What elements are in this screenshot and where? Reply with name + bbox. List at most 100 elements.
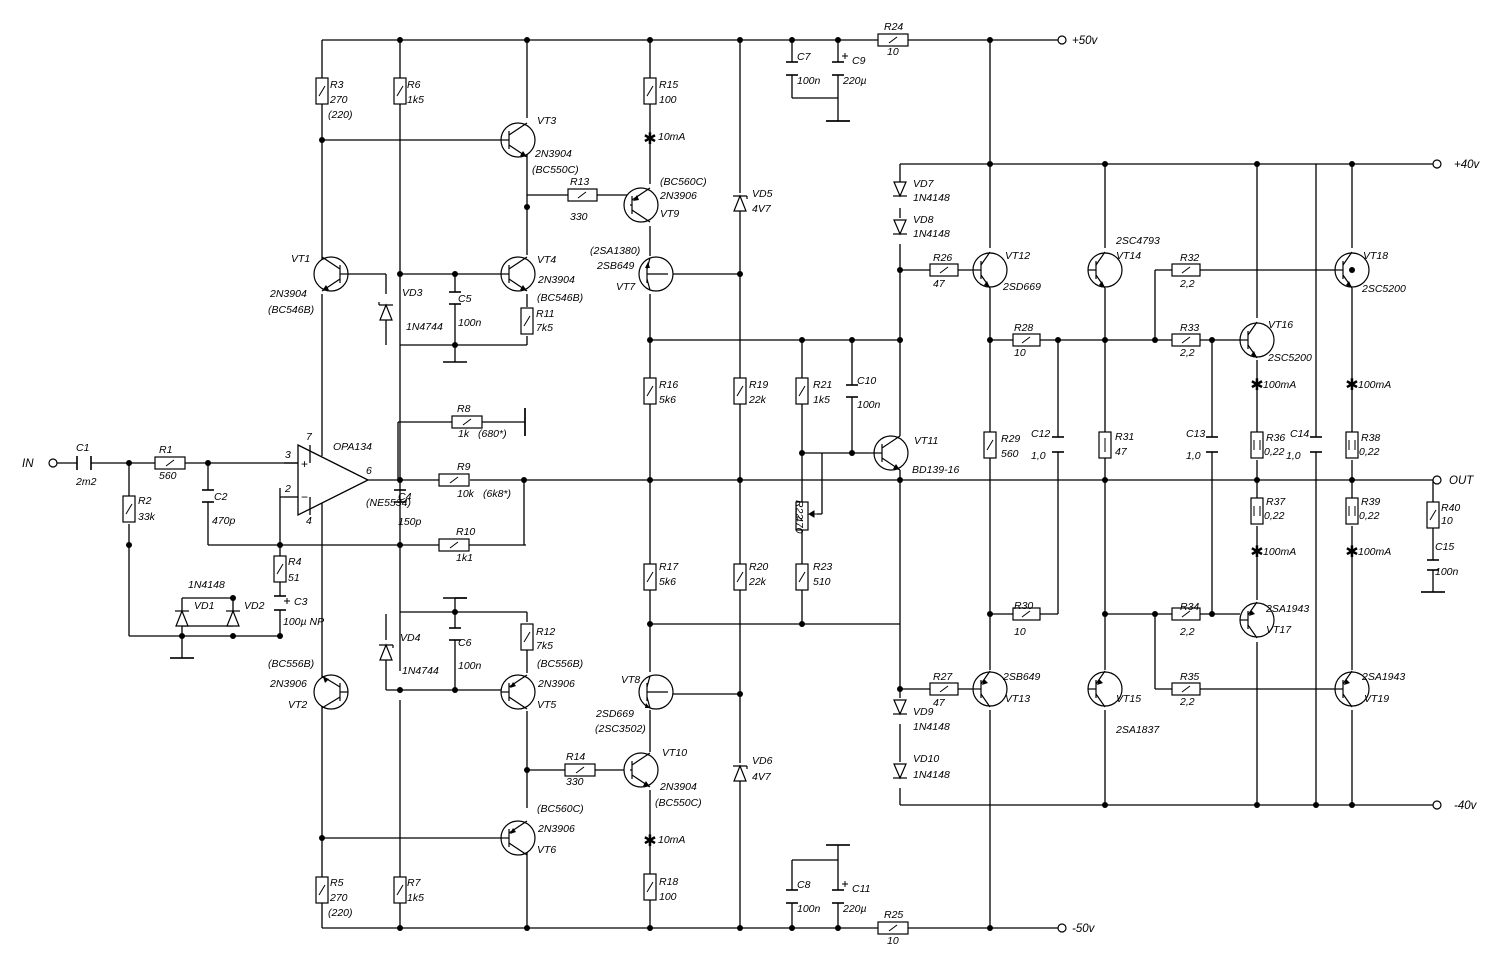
polarity-marks	[284, 53, 848, 887]
c4-val: 150p	[398, 516, 422, 528]
r5-val: 270	[329, 892, 348, 904]
vt3-type: 2N3904	[534, 148, 572, 160]
r15-val: 100	[659, 94, 677, 106]
c10-ref: C10	[857, 375, 876, 387]
diodes	[175, 181, 907, 782]
vt17-type: 2SA1943	[1265, 603, 1309, 615]
svg-text:✱: ✱	[643, 131, 656, 148]
r9-alt: (6k8*)	[483, 488, 511, 500]
vt19-type: 2SA1943	[1361, 671, 1405, 683]
vd3-ref: VD3	[402, 287, 423, 299]
r28-val: 10	[1014, 347, 1026, 359]
r31-val: 47	[1115, 446, 1128, 458]
r30-val: 10	[1014, 626, 1026, 638]
vd1-type: 1N4148	[188, 579, 225, 591]
r37-ref: R37	[1266, 496, 1286, 508]
r5-ref: R5	[330, 877, 344, 889]
c5-ref: C5	[458, 293, 472, 305]
c7-ref: C7	[797, 51, 812, 63]
svg-text:✱: ✱	[643, 833, 656, 850]
c4-ref: C4	[398, 491, 412, 503]
vt1-alt: (BC546B)	[268, 304, 314, 316]
vd10-ref: VD10	[913, 753, 939, 765]
r3-val: 270	[329, 94, 348, 106]
vt14-type: 2SC4793	[1115, 235, 1160, 247]
vt3-alt: (BC550C)	[532, 164, 579, 176]
vt2-alt: (BC556B)	[268, 658, 314, 670]
vd6-ref: VD6	[752, 755, 773, 767]
vt15-ref: VT15	[1116, 693, 1141, 705]
c9-val: 220µ	[842, 75, 867, 87]
vt5-alt: (BC556B)	[537, 658, 583, 670]
vd9-ref: VD9	[913, 706, 934, 718]
c7-val: 100n	[797, 75, 821, 87]
p40-terminal	[1432, 159, 1442, 169]
vd7-ref: VD7	[913, 178, 935, 190]
opamp-pin7: 7	[306, 431, 313, 443]
junction-dots	[126, 37, 1355, 931]
r20-ref: R20	[749, 561, 768, 573]
r32-val: 2,2	[1179, 278, 1195, 290]
opamp-minus: −	[301, 490, 308, 504]
c1-val: 2m2	[75, 476, 97, 488]
vt5-type: 2N3906	[537, 678, 575, 690]
r23-val: 510	[813, 576, 831, 588]
c8-val: 100n	[797, 903, 821, 915]
r22-val: 470	[793, 516, 805, 534]
c11-ref: C11	[852, 883, 870, 895]
r11-ref: R11	[536, 308, 554, 320]
r6-ref: R6	[407, 79, 421, 91]
r8-ref: R8	[457, 403, 471, 415]
opamp-pin3: 3	[285, 449, 291, 461]
ground-symbols	[170, 120, 1445, 846]
c15-ref: C15	[1435, 541, 1454, 553]
c14-val: 1,0	[1286, 450, 1301, 462]
r6-val: 1k5	[407, 94, 424, 106]
vt2-ref: VT2	[288, 699, 307, 711]
svg-text:✱: ✱	[1345, 377, 1358, 394]
r37-val: 0,22	[1264, 510, 1285, 522]
vt12-type: 2SD669	[1002, 281, 1041, 293]
r39-ref: R39	[1361, 496, 1380, 508]
vd1-ref: VD1	[194, 600, 214, 612]
vt18-ref: VT18	[1363, 250, 1388, 262]
svg-text:✱: ✱	[1345, 544, 1358, 561]
r32-ref: R32	[1180, 252, 1199, 264]
c6-ref: C6	[458, 637, 472, 649]
r15-note: 10mA	[658, 131, 685, 143]
r5-alt: (220)	[328, 907, 353, 919]
r22-ref: R22	[793, 500, 805, 519]
r35-val: 2,2	[1179, 696, 1195, 708]
r24-val: 10	[887, 46, 899, 58]
r3-alt: (220)	[328, 109, 353, 121]
r34-val: 2,2	[1179, 626, 1195, 638]
r18-ref: R18	[659, 876, 678, 888]
r4-val: 51	[288, 572, 300, 584]
vt19-ref: VT19	[1364, 693, 1389, 705]
r15-ref: R15	[659, 79, 678, 91]
c14-ref: C14	[1290, 428, 1309, 440]
c3-ref: C3	[294, 596, 308, 608]
vt16-ref: VT16	[1268, 319, 1293, 331]
r27-ref: R27	[933, 671, 953, 683]
c12-ref: C12	[1031, 428, 1050, 440]
c2-val: 470p	[212, 515, 236, 527]
r9-val: 10k	[457, 488, 475, 500]
vt10-type: 2N3904	[659, 781, 697, 793]
vt7-alt: (2SA1380)	[590, 245, 640, 257]
c9-ref: C9	[852, 55, 866, 67]
vd8-type: 1N4148	[913, 228, 950, 240]
r18-val: 100	[659, 891, 677, 903]
capacitor-plates	[76, 61, 1439, 904]
vd7-type: 1N4148	[913, 192, 950, 204]
r7-ref: R7	[407, 877, 422, 889]
vt9-alt: (BC560C)	[660, 176, 707, 188]
vt1-ref: VT1	[291, 253, 310, 265]
r12-ref: R12	[536, 626, 555, 638]
c12-val: 1,0	[1031, 450, 1046, 462]
r14-val: 330	[566, 776, 584, 788]
r16-val: 5k6	[659, 394, 676, 406]
vt4-alt: (BC546B)	[537, 292, 583, 304]
vd5-val: 4V7	[752, 203, 772, 215]
svg-text:✱: ✱	[1250, 544, 1263, 561]
